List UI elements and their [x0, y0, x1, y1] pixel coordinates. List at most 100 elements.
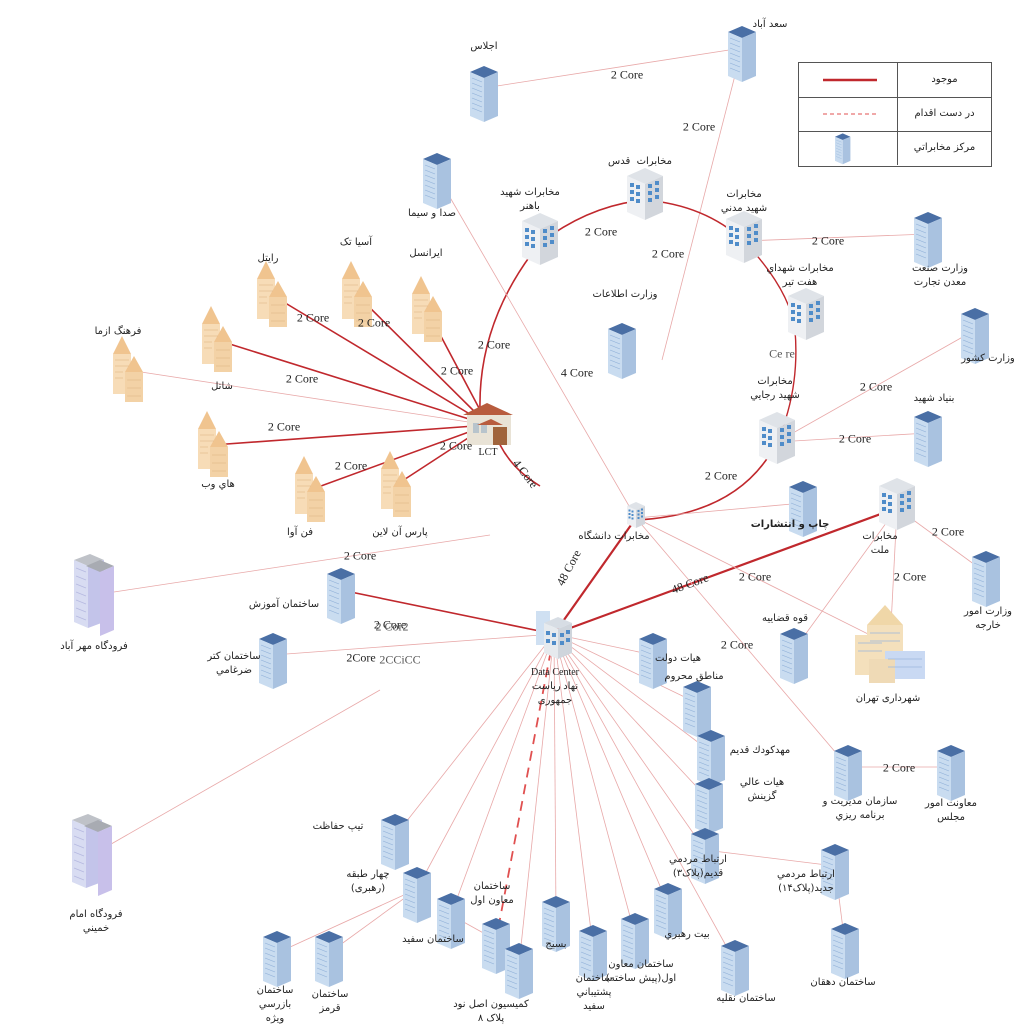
node-label-sakht-amoozesh: ساختمان آموزش	[248, 599, 320, 610]
node-datacenter-datacenter-icon[interactable]	[536, 611, 572, 659]
link-label-ejlas-to-saadabad: 2 Core	[610, 67, 644, 82]
link-datacenter-to-naghlie	[553, 633, 736, 963]
link-shatel-to-lct	[216, 339, 489, 426]
link-label-mokh-mellat-to-vez-kharejeh: 2 Core	[931, 524, 965, 539]
link-mokh-daneshgah-to-shahrdari	[635, 517, 891, 646]
node-saadabad-building-icon[interactable]	[727, 25, 757, 83]
link-datacenter-to-manategh	[553, 633, 698, 704]
node-mokh-madani-exchange-icon[interactable]	[726, 211, 762, 263]
node-label-vez-sanat: وزارت صنعت معدن تجارت	[911, 263, 969, 288]
node-label-manategh: مناطق محروم	[664, 671, 724, 682]
node-komision-building-icon[interactable]	[504, 942, 534, 1000]
node-seda-sima-building-icon[interactable]	[422, 152, 452, 210]
node-label-mokh-mellat: مخابرات ملت	[862, 531, 898, 556]
link-label-mokh-rajaei-to-bonyad-shahid: 2 Core	[838, 431, 872, 446]
link-haye-web-to-lct	[212, 424, 489, 446]
node-vez-sanat-building-icon[interactable]	[913, 211, 943, 269]
link-sakht-amoozesh-to-datacenter	[340, 589, 555, 635]
node-mahdkoodak-building-icon[interactable]	[696, 729, 726, 787]
node-farhang-azma-isp-icon[interactable]	[112, 335, 144, 403]
node-bazresi-building-icon[interactable]	[262, 930, 292, 988]
link-label-mehrabad-to-pars-online-area: 2 Core	[343, 548, 377, 563]
link-mokh-rajaei-to-bonyad-shahid	[776, 432, 929, 443]
link-datacenter-to-komision	[518, 633, 555, 966]
link-asiatech-to-lct	[356, 294, 489, 426]
link-datacenter-to-sakht-moaven	[495, 633, 555, 941]
node-sakht-amoozesh-building-icon[interactable]	[326, 567, 356, 625]
node-fanava-isp-icon[interactable]	[294, 455, 326, 523]
node-label-basij: بسيج	[545, 939, 567, 950]
node-mokh-bahonar-exchange-icon[interactable]	[522, 213, 558, 265]
node-hayat-ali-building-icon[interactable]	[694, 777, 724, 835]
node-chahar-tabaghe-building-icon[interactable]	[402, 866, 432, 924]
link-seda-sima-to-mokh-daneshgah	[436, 174, 637, 519]
node-label-khomeini: فرودگاه امام خميني	[69, 909, 123, 934]
node-sazman-modiriat-building-icon[interactable]	[833, 744, 863, 802]
node-ghove-ghazaie-building-icon[interactable]	[779, 627, 809, 685]
node-moavenat-majles-building-icon[interactable]	[936, 744, 966, 802]
link-datacenter-to-beit-rahbari	[553, 633, 669, 906]
link-saadabad-to-vez-etelaat-top	[661, 47, 743, 361]
link-datacenter-to-ertebat-ghadim	[553, 633, 706, 851]
legend: موجود در دست اقدام مرکز مخابراتي	[798, 62, 992, 167]
node-raitel-isp-icon[interactable]	[256, 260, 288, 328]
link-ertebat-ghadim-to-ertebat-jadid	[704, 849, 836, 867]
node-mokh-haftetir-exchange-icon[interactable]	[788, 288, 824, 340]
node-label-mehrabad: فرودگاه مهر آباد	[60, 641, 128, 652]
node-shatel-isp-icon[interactable]	[201, 305, 233, 373]
link-fanava-to-lct	[309, 424, 489, 491]
node-bonyad-shahid-building-icon[interactable]	[913, 410, 943, 468]
node-label-lct: LCT	[478, 447, 498, 458]
link-label-mokh-madani-to-vez-sanat: 2 Core	[811, 233, 845, 248]
node-mehrabad-airport-icon[interactable]	[73, 553, 115, 637]
node-label-ejlas: اجلاس	[470, 41, 498, 52]
node-label-vez-kharejeh: وزارت امور خارجه	[964, 606, 1012, 631]
node-label-naghlie: ساختمان نقليه	[716, 993, 776, 1004]
link-label-shatel-to-lct: 2 Core	[285, 371, 319, 386]
node-label-saadabad: سعد آباد	[752, 19, 788, 30]
node-haye-web-isp-icon[interactable]	[197, 410, 229, 478]
node-khomeini-airport-icon[interactable]	[71, 813, 113, 897]
node-label-ghove-ghazaie: قوه قضاييه	[761, 613, 809, 624]
node-vez-kharejeh-building-icon[interactable]	[971, 550, 1001, 608]
node-label-sazman-modiriat: سازمان مديريت و برنامه ريزي	[822, 796, 898, 821]
node-pars-online-isp-icon[interactable]	[380, 450, 412, 518]
node-label-mokh-haftetir: مخابرات شهداي هفت تير	[766, 263, 834, 288]
node-vez-etelaat-building-icon[interactable]	[607, 322, 637, 380]
legend-row-existing: موجود	[799, 63, 991, 98]
node-label-farhang-azma: فرهنگ ازما	[94, 326, 142, 337]
node-mokh-daneshgah-exchange-icon[interactable]	[627, 502, 645, 528]
node-ejlas-building-icon[interactable]	[469, 65, 499, 123]
node-sakht-zarghami-building-icon[interactable]	[258, 632, 288, 690]
node-label-bonyad-shahid: بنياد شهيد	[913, 393, 955, 404]
node-label-moaven-pish: ساختمان معاون اول(پيش ساخته)	[605, 959, 677, 984]
node-label-asiatech: آسيا تک	[339, 237, 373, 248]
link-datacenter-to-moaven-pish	[553, 633, 636, 936]
node-ghermez-building-icon[interactable]	[314, 930, 344, 988]
link-datacenter-to-hayat-ali	[553, 633, 710, 801]
node-label-vez-etelaat: وزارت اطلاعات	[592, 289, 658, 300]
link-label-fanava-to-lct: 2 Core	[334, 458, 368, 473]
link-label-mokh-mellat-to-shahrdari: 2 Core	[893, 569, 927, 584]
link-label-mokh-daneshgah-to-shahrdari: 2 Core	[738, 569, 772, 584]
node-mokh-rajaei-exchange-icon[interactable]	[759, 412, 795, 464]
node-naghlie-building-icon[interactable]	[720, 939, 750, 997]
link-label-sakht-amoozesh-to-datacenter: 2 Core	[373, 617, 407, 632]
node-label-haye-web: هاي وب	[201, 479, 235, 490]
node-sakht-dehghan-building-icon[interactable]	[830, 922, 860, 980]
node-manategh-building-icon[interactable]	[682, 680, 712, 738]
node-irancell-isp-icon[interactable]	[411, 275, 443, 343]
link-datacenter-to-tip-hefazat	[394, 633, 555, 837]
node-label-sakht-zarghami: ساختمان كتر ضرغامي	[207, 651, 261, 676]
node-label-komision: كميسيون اصل نود پلاک ۸	[453, 999, 529, 1024]
node-mokh-ghods-exchange-icon[interactable]	[627, 168, 663, 220]
node-label-hayat-ali: هيات عالي گزينش	[739, 777, 785, 802]
node-label-poshtibani: ساختمان پشتيباني سفيد	[575, 973, 613, 1012]
node-label-sakht-sefid: ساختمان سفيد	[402, 934, 464, 945]
node-shahrdari-complex-icon[interactable]	[854, 604, 926, 684]
node-mokh-mellat-exchange-icon[interactable]	[879, 478, 915, 530]
node-tip-hefazat-building-icon[interactable]	[380, 813, 410, 871]
link-mokh-daneshgah-to-sazman-modiriat	[635, 517, 849, 768]
link-label-mokh-bahonar-to-lct: 2 Core	[477, 337, 511, 352]
